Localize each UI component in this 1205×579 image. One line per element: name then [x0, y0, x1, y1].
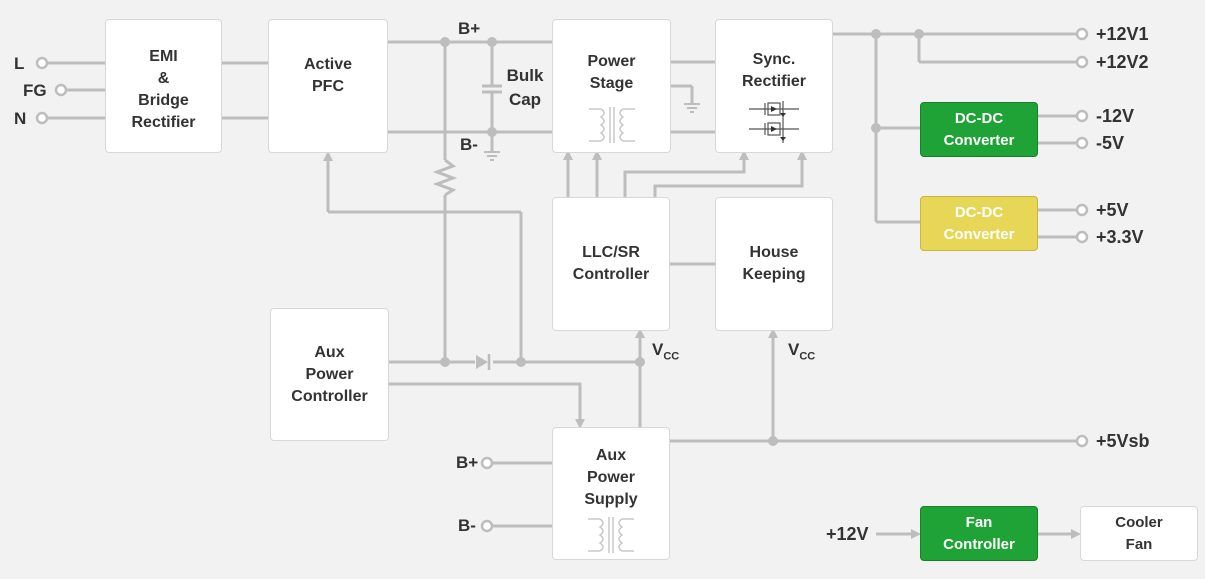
output-neg12v-label: -12V	[1096, 106, 1135, 126]
power-stage-label: Power Stage	[587, 52, 636, 92]
transformer-icon	[588, 106, 635, 143]
llc-label: LLC/SR Controller	[572, 244, 650, 283]
llc-sr-controller-block: LLC/SR Controller	[552, 197, 670, 331]
output-3v3-label: +3.3V	[1096, 227, 1144, 247]
aux-controller-label: Aux Power Controller	[291, 343, 368, 405]
emi-label: EMI & Bridge Rectifier	[131, 48, 196, 131]
input-fg-label: FG	[23, 81, 47, 100]
output-neg5v-label: -5V	[1096, 133, 1125, 153]
input-n-label: N	[14, 109, 27, 128]
vcc-house-label: VCC	[788, 340, 816, 363]
fan-controller-label: Fan Controller	[943, 513, 1015, 553]
aux-supply-label: Aux Power Supply	[584, 447, 638, 508]
output-12v2-label: +12V2	[1096, 52, 1149, 72]
mosfet-icon	[749, 100, 799, 143]
active-pfc-block: Active PFC	[268, 19, 388, 153]
dcdc1-label: DC-DC Converter	[943, 109, 1015, 149]
dcdc-converter-negative-block: DC-DC Converter	[920, 102, 1038, 157]
input-l-label: L	[14, 54, 25, 73]
house-keeping-label: House Keeping	[742, 244, 806, 283]
pfc-label: Active PFC	[303, 56, 353, 95]
bus-bminus-label: B-	[460, 135, 478, 154]
aux-bplus-label: B+	[456, 453, 479, 472]
dcdc-converter-positive-block: DC-DC Converter	[920, 196, 1038, 251]
output-pos5v-label: +5V	[1096, 200, 1129, 220]
fan-input-label: +12V	[826, 524, 869, 544]
fan-controller-block: Fan Controller	[920, 506, 1038, 561]
cooler-fan-label: Cooler Fan	[1115, 513, 1163, 553]
output-12v1-label: +12V1	[1096, 24, 1149, 44]
aux-power-controller-block: Aux Power Controller	[270, 308, 389, 441]
aux-transformer-icon	[588, 517, 634, 553]
dcdc2-label: DC-DC Converter	[943, 203, 1015, 243]
aux-bminus-label: B-	[458, 516, 476, 535]
sync-rectifier-block: Sync. Rectifier	[715, 19, 833, 153]
sync-rectifier-label: Sync. Rectifier	[741, 50, 807, 90]
vcc-llc-label: VCC	[652, 340, 680, 363]
cooler-fan-block: Cooler Fan	[1080, 506, 1198, 561]
emi-bridge-rectifier-block: EMI & Bridge Rectifier	[105, 19, 222, 153]
output-5vsb-label: +5Vsb	[1096, 431, 1150, 451]
aux-power-supply-block: Aux Power Supply	[552, 427, 670, 560]
bulk-cap-label: Bulk Cap	[506, 66, 544, 109]
power-stage-block: Power Stage	[552, 19, 671, 153]
bus-bplus-label: B+	[458, 19, 481, 38]
house-keeping-block: House Keeping	[715, 197, 833, 331]
